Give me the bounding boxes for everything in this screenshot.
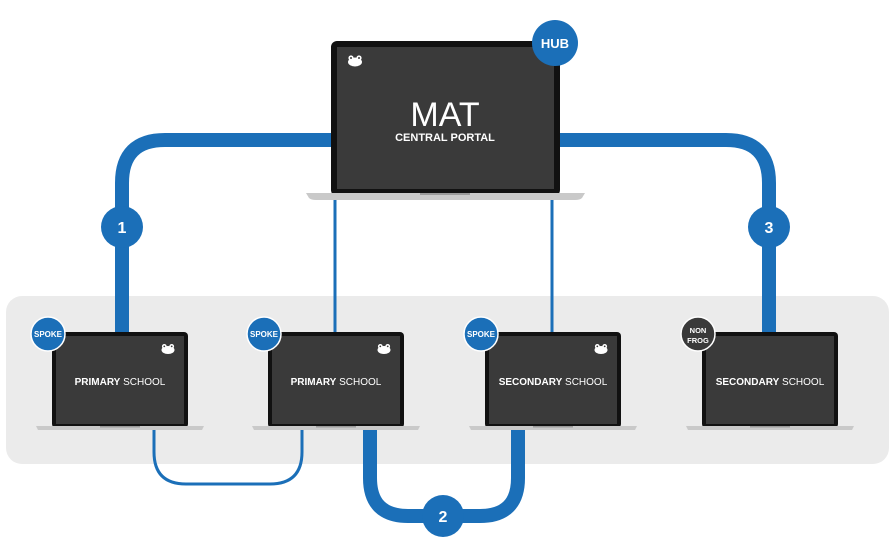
connector-3	[556, 133, 776, 332]
hub-title: MAT	[410, 96, 479, 134]
frog-logo-icon	[348, 55, 362, 67]
school-laptop-1: PRIMARY SCHOOL SPOKE	[30, 316, 204, 430]
connector-1	[115, 133, 335, 332]
badge-label-line: NON	[690, 326, 707, 335]
school-name-rest: SCHOOL	[120, 377, 165, 388]
school-laptop-notch	[100, 426, 140, 428]
school-name-bold: PRIMARY	[291, 377, 337, 388]
school-name-rest: SCHOOL	[779, 377, 824, 388]
connection-badge-2: 2	[422, 495, 464, 537]
school-laptop-notch	[316, 426, 356, 428]
connection-label-1: 1	[118, 220, 127, 237]
school-name-bold: PRIMARY	[75, 377, 121, 388]
connection-label-3: 3	[765, 220, 774, 237]
spoke-badge: SPOKE	[30, 316, 66, 352]
school-name-bold: SECONDARY	[499, 377, 563, 388]
school-laptop-notch	[750, 426, 790, 428]
badge-label: SPOKE	[250, 330, 279, 339]
school-name: PRIMARY SCHOOL	[291, 377, 382, 388]
connector-primary-primary	[152, 428, 304, 486]
school-name: SECONDARY SCHOOL	[499, 377, 608, 388]
frog-logo-icon	[377, 344, 391, 354]
hub-laptop-notch	[420, 193, 470, 195]
school-laptop-notch	[533, 426, 573, 428]
frog-logo-icon	[594, 344, 608, 354]
school-name-rest: SCHOOL	[562, 377, 607, 388]
badge-label: SPOKE	[34, 330, 63, 339]
spoke-badge: SPOKE	[246, 316, 282, 352]
connection-label-2: 2	[439, 509, 448, 526]
connection-badge-1: 1	[101, 206, 143, 248]
spoke-badge: SPOKE	[463, 316, 499, 352]
frog-logo-icon	[161, 344, 175, 354]
hub-badge-label: HUB	[541, 36, 569, 51]
school-name: PRIMARY SCHOOL	[75, 377, 166, 388]
schools-band	[6, 296, 889, 464]
school-laptop-base	[686, 426, 854, 430]
school-laptop-screen	[706, 336, 834, 424]
hub-laptop: MAT CENTRAL PORTAL	[306, 41, 585, 200]
connection-badge-3: 3	[748, 206, 790, 248]
school-laptop-3: SECONDARY SCHOOL SPOKE	[463, 316, 637, 430]
hub-badge: HUB	[532, 20, 578, 66]
badge-label: SPOKE	[467, 330, 496, 339]
hub-laptop-base	[306, 193, 585, 200]
school-name: SECONDARY SCHOOL	[716, 377, 825, 388]
school-laptop-base	[36, 426, 204, 430]
school-laptop-2: PRIMARY SCHOOL SPOKE	[246, 316, 420, 430]
school-name-rest: SCHOOL	[336, 377, 381, 388]
badge-label-line: FROG	[687, 336, 709, 345]
school-laptop-base	[252, 426, 420, 430]
hub-subtitle: CENTRAL PORTAL	[395, 132, 495, 144]
school-name-bold: SECONDARY	[716, 377, 780, 388]
hub-laptop-screen	[337, 47, 554, 189]
school-laptop-base	[469, 426, 637, 430]
